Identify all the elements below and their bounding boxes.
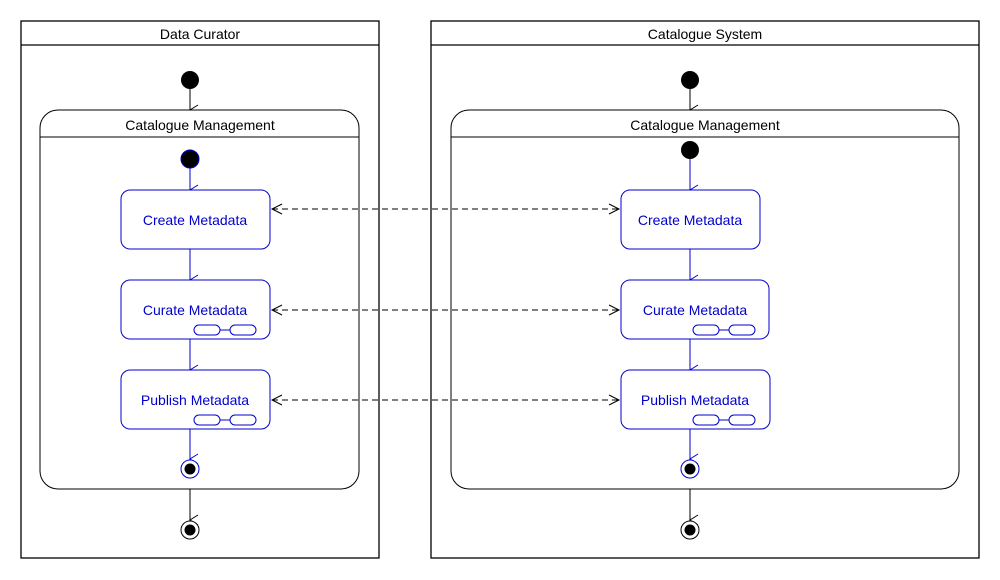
inner-initial-node [180, 149, 200, 169]
swimlane-data-curator: Data Curator Catalogue Management Create… [20, 20, 380, 559]
swimlane-title: Catalogue System [648, 26, 762, 42]
initial-node [681, 71, 699, 89]
action-publish-metadata[interactable]: Publish Metadata [620, 369, 771, 430]
action-create-metadata[interactable]: Create Metadata [120, 189, 271, 250]
composite-title: Catalogue Management [630, 117, 780, 133]
composite-title: Catalogue Management [125, 117, 275, 133]
action-curate-metadata[interactable]: Curate Metadata [620, 279, 770, 340]
action-label: Curate Metadata [643, 302, 747, 318]
action-label: Create Metadata [638, 212, 742, 228]
final-node [680, 520, 700, 540]
action-label: Publish Metadata [141, 392, 249, 408]
swimlane-catalogue-system: Catalogue System Catalogue Management Cr… [430, 20, 980, 559]
initial-node [181, 71, 199, 89]
action-publish-metadata[interactable]: Publish Metadata [120, 369, 271, 430]
swimlane-title: Data Curator [160, 26, 240, 42]
action-label: Create Metadata [143, 212, 247, 228]
action-curate-metadata[interactable]: Curate Metadata [120, 279, 271, 340]
inner-final-node [180, 459, 200, 479]
subactivity-icon [692, 414, 756, 426]
final-node [180, 520, 200, 540]
inner-initial-node [681, 141, 699, 159]
subactivity-icon [193, 324, 257, 336]
subactivity-icon [692, 324, 756, 336]
subactivity-icon [193, 414, 257, 426]
action-label: Curate Metadata [143, 302, 247, 318]
action-label: Publish Metadata [641, 392, 749, 408]
action-create-metadata[interactable]: Create Metadata [620, 189, 761, 250]
inner-final-node [680, 459, 700, 479]
